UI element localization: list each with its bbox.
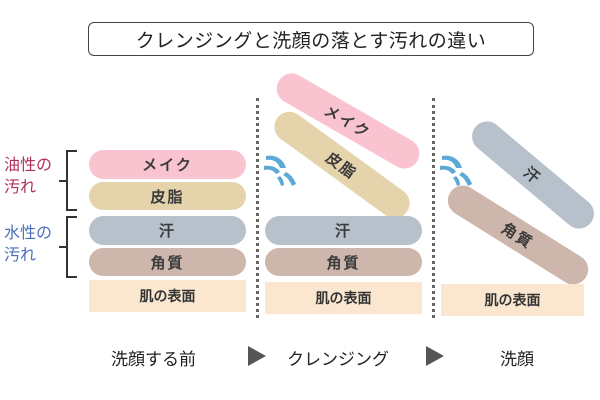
water-bracket: [59, 216, 77, 278]
step-arrow-icon: [426, 346, 444, 366]
water-dirt-label: 水性の汚れ: [4, 222, 52, 266]
col1-sweat-layer: 汗: [89, 216, 246, 245]
water-splash-icon: [264, 155, 296, 186]
step-arrow-icon: [248, 346, 266, 366]
divider-2: [432, 98, 435, 318]
oil-dirt-label-text: 油性の汚れ: [4, 155, 53, 196]
col1-skin-surface: 肌の表面: [89, 280, 246, 312]
step-face-wash: 洗顔: [500, 350, 534, 370]
col2-skin-surface: 肌の表面: [265, 282, 422, 314]
col2-sweat-layer: 汗: [265, 216, 422, 245]
col1-makeup-layer: メイク: [89, 150, 246, 179]
col1-keratin-layer: 角質: [89, 248, 246, 276]
step-before-wash: 洗顔する前: [111, 350, 196, 370]
oil-dirt-label: 油性の汚れ: [4, 154, 52, 198]
step-cleansing: クレンジング: [287, 350, 389, 370]
col1-sebum-layer: 皮脂: [89, 182, 246, 210]
col3-skin-surface: 肌の表面: [441, 284, 584, 316]
divider-1: [256, 98, 259, 318]
oil-bracket: [59, 150, 77, 211]
water-splash-icon: [440, 155, 472, 186]
water-dirt-label-text: 水性の汚れ: [4, 223, 53, 264]
diagram-title: クレンジングと洗顔の落とす汚れの違い: [88, 22, 534, 56]
col2-keratin-layer: 角質: [265, 248, 422, 276]
